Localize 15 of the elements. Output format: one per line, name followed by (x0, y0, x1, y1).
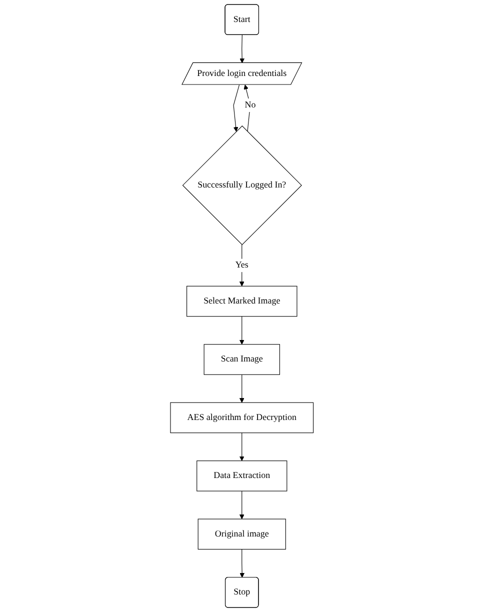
arrow (233, 84, 240, 132)
arrow (240, 374, 244, 403)
arrow (240, 432, 244, 462)
arrow (240, 490, 244, 520)
node-diamond: Successfully Logged In? (182, 126, 302, 246)
arrow (240, 34, 245, 64)
node-box: Select Marked Image (186, 286, 298, 317)
arrow (240, 549, 245, 578)
node-box: Scan Image (204, 344, 280, 375)
node-box: AES algorithm for Decryption (170, 402, 314, 434)
arrow (240, 316, 244, 345)
node-box: Original image (198, 518, 286, 550)
edge-label: Yes (235, 260, 249, 270)
edge-label: No (244, 100, 256, 110)
node-box: Data Extraction (196, 460, 288, 492)
